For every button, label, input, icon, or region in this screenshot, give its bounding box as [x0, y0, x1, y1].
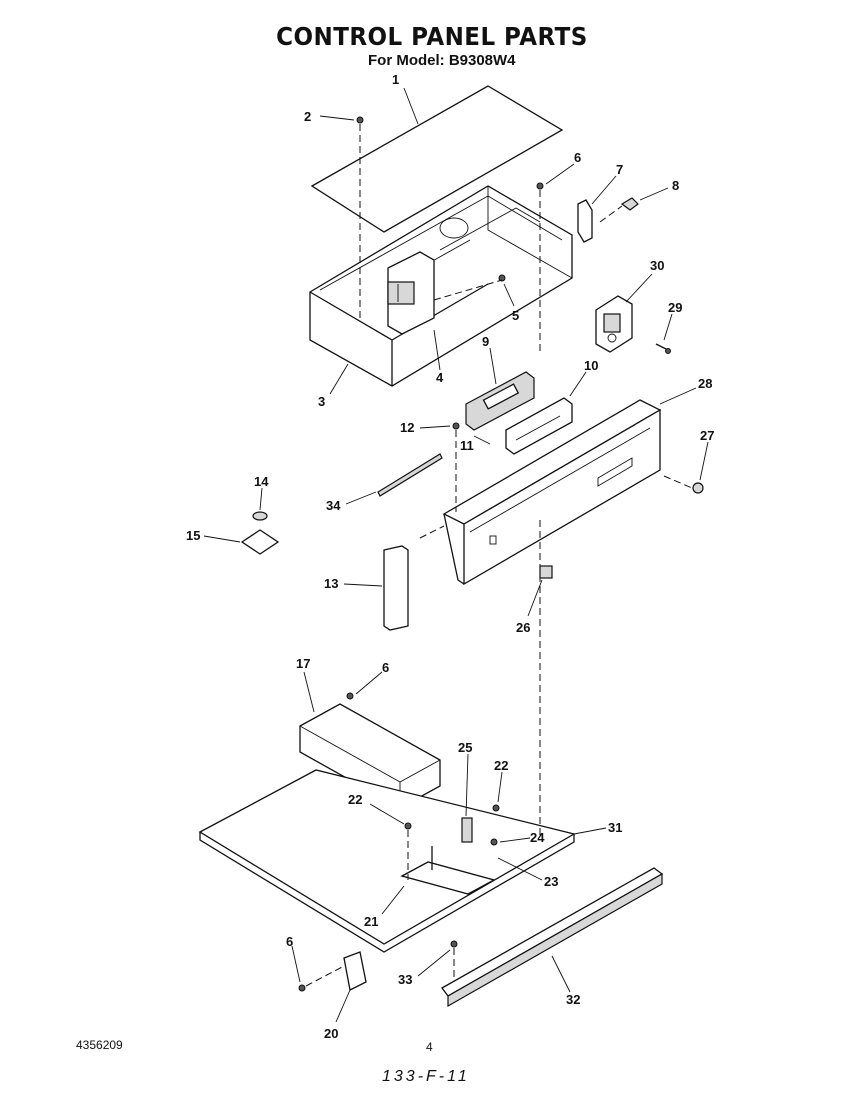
callout-3: 3: [318, 394, 325, 409]
part-29-screw: [655, 343, 671, 354]
callout-20: 20: [324, 1026, 338, 1041]
callout-11: 11: [460, 438, 474, 453]
part-34-trim-strip: [377, 453, 443, 497]
part-32-front-trim: [441, 867, 664, 1008]
part-4-switch-bracket: [387, 251, 435, 335]
part-8-clip: [620, 197, 639, 211]
part-13-side-panel: [383, 545, 409, 631]
callout-21: 21: [364, 914, 378, 929]
callout-33: 33: [398, 972, 412, 987]
part-25-switch: [461, 817, 473, 843]
callout-31: 31: [608, 820, 622, 835]
footer-handwritten-code: 133-F-11: [382, 1068, 470, 1085]
part-9-display-board: [465, 371, 535, 431]
callout-labels: 1 2 3 4 5 6 7 8 9 10 11 12 13 14 15 17 6…: [186, 72, 714, 1041]
callout-32: 32: [566, 992, 580, 1007]
callout-10: 10: [584, 358, 598, 373]
callout-6a: 6: [574, 150, 581, 165]
callout-22a: 22: [494, 758, 508, 773]
assembly-lines: [305, 124, 693, 987]
screws: [298, 116, 544, 992]
callout-27: 27: [700, 428, 714, 443]
part-20-bracket: [343, 951, 367, 991]
callout-4: 4: [436, 370, 444, 385]
callout-leaders: [203, 87, 709, 1023]
part-10-control-board: [505, 397, 573, 455]
callout-9: 9: [482, 334, 489, 349]
callout-7: 7: [616, 162, 623, 177]
callout-24: 24: [530, 830, 545, 845]
part-30-timer-motor: [595, 295, 633, 353]
part-26-switch: [539, 565, 553, 579]
callout-12: 12: [400, 420, 414, 435]
callout-30: 30: [650, 258, 664, 273]
callout-28: 28: [698, 376, 712, 391]
callout-6b: 6: [382, 660, 389, 675]
footer-page-number: 4: [426, 1040, 433, 1054]
callout-6c: 6: [286, 934, 293, 949]
callout-26: 26: [516, 620, 530, 635]
model-subtitle: For Model: B9308W4: [368, 52, 516, 69]
part-27-knob: [692, 482, 704, 494]
part-28-control-panel-frame: [442, 399, 662, 586]
callout-22b: 22: [348, 792, 362, 807]
part-31-base-plate: [198, 769, 576, 953]
callout-14: 14: [254, 474, 269, 489]
part-3-housing-box: [309, 185, 573, 387]
callout-8: 8: [672, 178, 679, 193]
callout-1: 1: [392, 72, 399, 87]
part-23-bracket: [400, 846, 496, 895]
callout-29: 29: [668, 300, 682, 315]
callout-5: 5: [512, 308, 519, 323]
footer-part-number: 4356209: [76, 1038, 123, 1052]
callout-15: 15: [186, 528, 200, 543]
part-17-channel: [299, 703, 441, 809]
part-15-base-plate: [240, 529, 280, 555]
callout-2: 2: [304, 109, 311, 124]
part-14-knob: [252, 511, 268, 521]
callout-34: 34: [326, 498, 341, 513]
page-title: CONTROL PANEL PARTS: [276, 22, 588, 51]
callout-25: 25: [458, 740, 472, 755]
callout-13: 13: [324, 576, 338, 591]
callout-17: 17: [296, 656, 310, 671]
callout-23: 23: [544, 874, 558, 889]
part-7-bracket: [577, 199, 593, 243]
